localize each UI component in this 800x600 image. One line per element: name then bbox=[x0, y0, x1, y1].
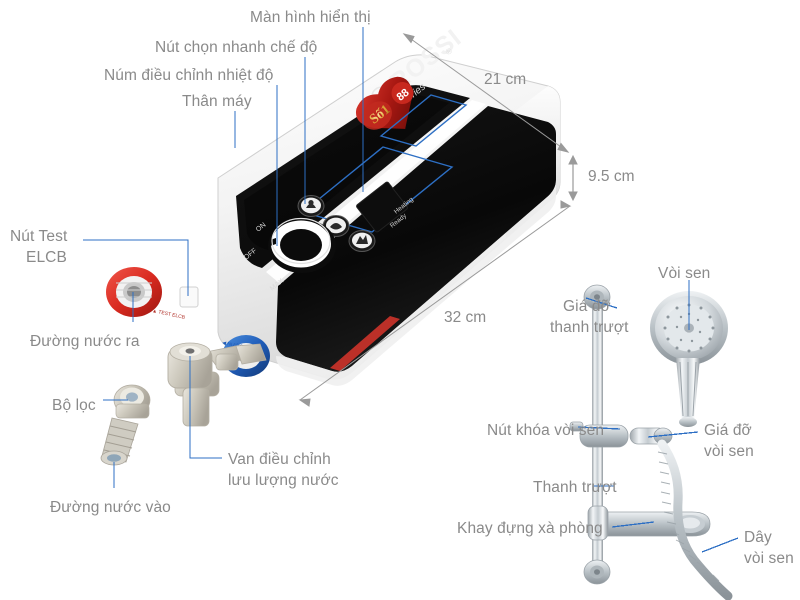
temperature-knob[interactable] bbox=[268, 217, 336, 274]
label-flow-valve-line2: lưu lượng nước bbox=[228, 472, 339, 489]
dimension-height: 9.5 cm bbox=[588, 168, 635, 185]
svg-text:▲ TEST ELCB: ▲ TEST ELCB bbox=[152, 308, 187, 321]
label-hose-line1: Dây bbox=[744, 529, 772, 546]
heater-body: ROSSI i series ® Số1 88 bbox=[100, 24, 561, 466]
dimension-lines bbox=[298, 33, 578, 407]
label-mode-button: Nút chọn nhanh chế độ bbox=[155, 39, 318, 56]
flow-control-valve bbox=[100, 342, 267, 466]
label-shower-head: Vòi sen bbox=[658, 265, 711, 282]
shower-lock-knob bbox=[569, 421, 584, 432]
label-soap-tray: Khay đựng xà phòng bbox=[457, 520, 603, 537]
label-elcb-test-line2: ELCB bbox=[26, 249, 67, 266]
cold-water-inlet-pipe bbox=[100, 417, 139, 466]
leader-lines bbox=[83, 27, 739, 553]
slide-bar-bottom-bracket bbox=[583, 559, 611, 585]
shower-hose bbox=[657, 439, 733, 600]
label-display: Màn hình hiển thị bbox=[250, 9, 371, 26]
leader-flow-valve bbox=[189, 356, 222, 459]
label-filter: Bộ lọc bbox=[52, 397, 96, 414]
label-slide-bar: Thanh trượt bbox=[533, 479, 617, 496]
hot-water-outlet bbox=[106, 267, 162, 317]
leader-head-holder bbox=[647, 431, 699, 438]
label-hose-line2: vòi sen bbox=[744, 550, 794, 567]
leader-bar-bracket bbox=[585, 297, 618, 309]
leader-shower-lock bbox=[577, 426, 621, 430]
label-bar-bracket-line2: thanh trượt bbox=[550, 319, 629, 336]
label-water-in: Đường nước vào bbox=[50, 499, 171, 516]
label-flow-valve-line1: Van điều chỉnh bbox=[228, 451, 331, 468]
leader-elcb bbox=[83, 239, 189, 296]
shower-hose-coils bbox=[657, 451, 720, 582]
svg-text:®: ® bbox=[444, 46, 454, 57]
label-body: Thân máy bbox=[182, 93, 252, 110]
promo-sticker: Số1 88 bbox=[355, 76, 414, 130]
label-head-holder-line2: vòi sen bbox=[704, 443, 754, 460]
label-water-out: Đường nước ra bbox=[30, 333, 140, 350]
water-filter bbox=[113, 384, 151, 419]
display-outline bbox=[379, 94, 468, 147]
label-temp-knob: Núm điều chỉnh nhiệt độ bbox=[104, 67, 274, 84]
shower-head-holder bbox=[579, 424, 673, 448]
mode-buttons[interactable] bbox=[297, 195, 376, 252]
dimension-depth: 32 cm bbox=[444, 309, 487, 326]
leader-hose bbox=[701, 537, 739, 553]
label-shower-lock: Nút khóa vòi sen bbox=[487, 422, 605, 439]
label-bar-bracket-line1: Giá đỡ bbox=[563, 298, 611, 315]
leader-soap-tray bbox=[611, 521, 655, 528]
label-elcb-test-line1: Nút Test bbox=[10, 228, 68, 245]
display-window bbox=[356, 181, 408, 233]
label-head-holder-line1: Giá đỡ bbox=[704, 422, 752, 439]
elcb-test-button bbox=[179, 286, 199, 308]
svg-text:88: 88 bbox=[395, 87, 412, 104]
knob-on-text: ON bbox=[255, 222, 268, 234]
dimension-width: 21 cm bbox=[484, 71, 527, 88]
